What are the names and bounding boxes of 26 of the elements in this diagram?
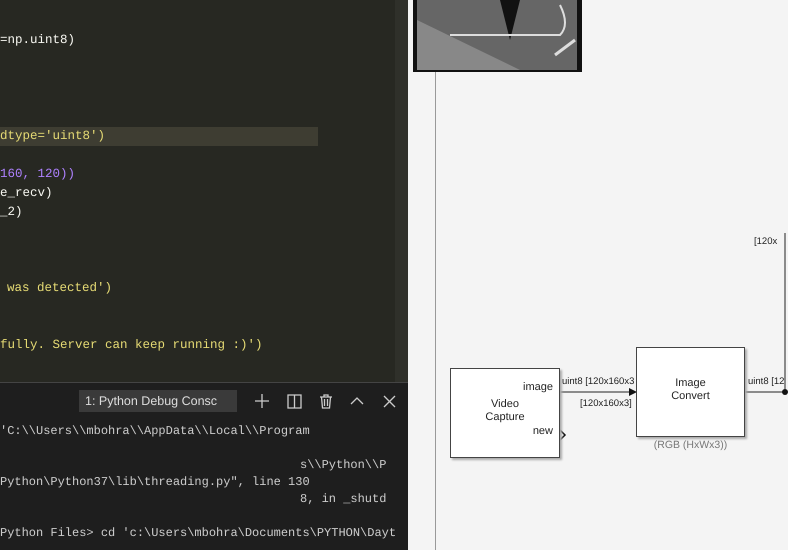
- code-line: fully. Server can keep running :)'): [0, 337, 263, 353]
- terminal-line: 8, in _shutd: [300, 491, 386, 507]
- signal-label: [120x: [754, 236, 778, 247]
- port-label: image: [523, 381, 553, 393]
- block-title: Video Capture: [484, 398, 526, 424]
- block-title: Image Convert: [670, 377, 711, 403]
- signal-label: uint8 [120x160x3: [562, 376, 634, 387]
- terminal-line: s\\Python\\P: [300, 457, 386, 473]
- signal-line: [744, 232, 786, 392]
- port-label: new: [532, 425, 553, 437]
- code-line: e_recv): [0, 185, 53, 201]
- code-line: 160, 120)): [0, 166, 76, 182]
- block-annotation: (RGB (HxWx3)): [652, 439, 728, 451]
- signal-line: [560, 388, 637, 396]
- model-block: [450, 368, 560, 458]
- terminal-line: Python\Python37\lib\threading.py", line 130: [0, 474, 310, 490]
- signal-label: uint8 [12: [748, 376, 784, 387]
- code-line: _2): [0, 204, 23, 220]
- code-line: =np.uint8): [0, 32, 76, 48]
- terminal-line: Python Files> cd 'c:\Users\mbohra\Documents\PYTHON\Dayt: [0, 525, 396, 541]
- code-line: dtype='uint8'): [0, 128, 106, 144]
- model-block: [636, 347, 745, 437]
- signal-dimension-label: [120x160x3]: [580, 398, 632, 409]
- code-line: was detected'): [7, 280, 112, 296]
- terminal-dropdown: 1: Python Debug Consc: [79, 390, 237, 412]
- terminal-line: 'C:\\Users\\mbohra\\AppData\\Local\\Program: [0, 423, 310, 439]
